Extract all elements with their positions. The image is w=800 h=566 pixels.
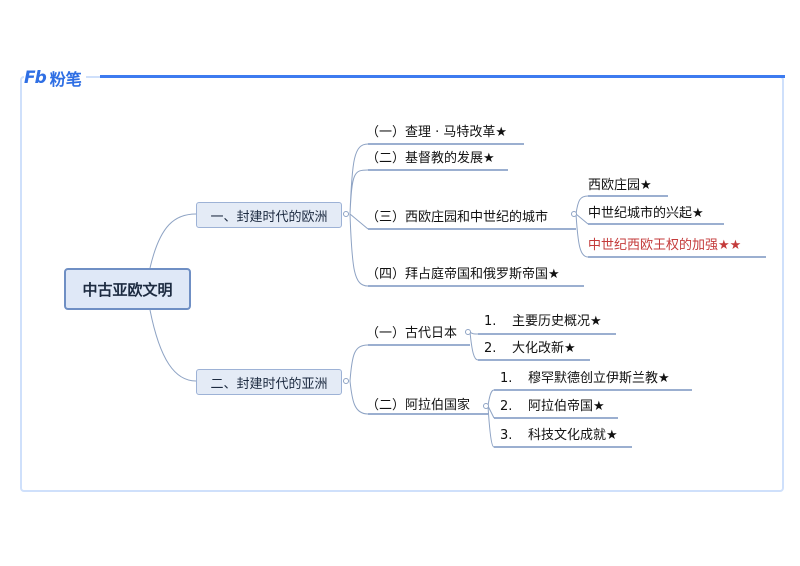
link-b2-trunk xyxy=(349,344,369,415)
topic-asia-2[interactable]: （二）阿拉伯国家 xyxy=(366,398,471,413)
item-label: 穆罕默德创立伊斯兰教★ xyxy=(528,371,670,386)
item-number: 1. xyxy=(484,314,497,329)
item-number: 3. xyxy=(500,428,513,443)
subtopic-royal-power[interactable]: 中世纪西欧王权的加强★★ xyxy=(588,238,742,253)
root-topic[interactable]: 中古亚欧文明 xyxy=(64,268,191,310)
brand-name: 粉笔 xyxy=(49,70,82,89)
subtopic-city-rise[interactable]: 中世纪城市的兴起★ xyxy=(588,206,704,221)
topic-europe-3[interactable]: （三）西欧庄园和中世纪的城市 xyxy=(366,210,549,225)
item-number: 2. xyxy=(500,399,513,414)
link-b1-trunk xyxy=(349,143,369,287)
item-number: 2. xyxy=(484,341,497,356)
link-b2c2-trunk xyxy=(487,389,495,448)
item-label: 科技文化成就★ xyxy=(528,428,618,443)
link-root-branch2 xyxy=(149,309,197,382)
collapse-handle[interactable] xyxy=(483,403,489,409)
collapse-handle[interactable] xyxy=(343,211,349,217)
topic-asia-1[interactable]: （一）古代日本 xyxy=(366,326,458,341)
item-label: 大化改新★ xyxy=(512,341,576,356)
brand-mark: Fb xyxy=(24,68,47,88)
subtopic-manor[interactable]: 西欧庄园★ xyxy=(588,178,652,193)
header-rule xyxy=(100,75,785,78)
subtopic-arab-3[interactable]: 3. 科技文化成就★ xyxy=(500,427,618,445)
collapse-handle[interactable] xyxy=(465,329,471,335)
subtopic-japan-2[interactable]: 2. 大化改新★ xyxy=(484,340,576,358)
branch-europe[interactable]: 一、封建时代的欧洲 xyxy=(196,202,342,228)
branch-asia[interactable]: 二、封建时代的亚洲 xyxy=(196,369,342,395)
collapse-handle[interactable] xyxy=(571,211,577,217)
topic-europe-2[interactable]: （二）基督教的发展★ xyxy=(366,151,495,166)
item-number: 1. xyxy=(500,371,513,386)
link-root-branch1 xyxy=(149,213,197,269)
item-label: 主要历史概况★ xyxy=(512,314,602,329)
subtopic-arab-2[interactable]: 2. 阿拉伯帝国★ xyxy=(500,398,605,416)
link-b1c3-trunk xyxy=(575,195,589,258)
subtopic-japan-1[interactable]: 1. 主要历史概况★ xyxy=(484,313,602,331)
topic-europe-4[interactable]: （四）拜占庭帝国和俄罗斯帝国★ xyxy=(366,267,560,282)
item-label: 阿拉伯帝国★ xyxy=(528,399,605,414)
topic-europe-1[interactable]: （一）查理 · 马特改革★ xyxy=(366,125,508,140)
collapse-handle[interactable] xyxy=(343,378,349,384)
link-b2c1-trunk xyxy=(469,331,479,361)
subtopic-arab-1[interactable]: 1. 穆罕默德创立伊斯兰教★ xyxy=(500,370,670,388)
brand-logo: Fb 粉笔 xyxy=(24,66,86,90)
